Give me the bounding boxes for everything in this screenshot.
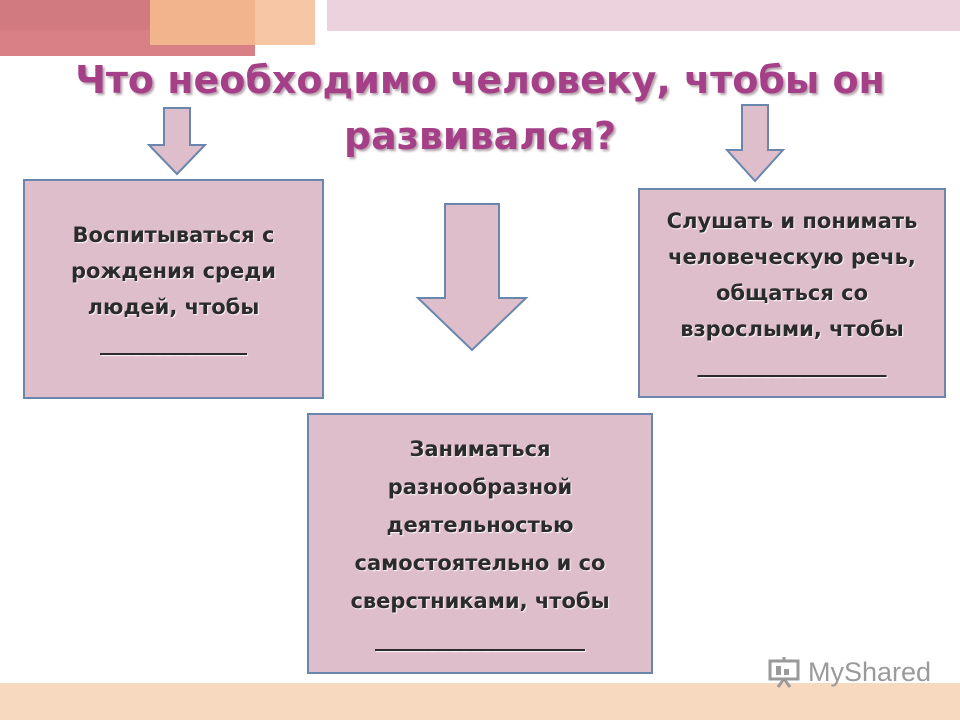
watermark-text: MyShared xyxy=(808,656,932,687)
box-upbringing: Воспитываться с рождения среди людей, чт… xyxy=(23,179,324,399)
box-speech-text: Слушать и понимать человеческую речь, об… xyxy=(666,209,918,377)
myshared-watermark: MyShared xyxy=(768,652,931,692)
presentation-screen-icon xyxy=(768,657,800,688)
down-arrow-center xyxy=(415,203,529,352)
down-arrow-right xyxy=(724,104,786,183)
decor-bottom-band xyxy=(0,683,960,720)
box-activity: Заниматься разнообразной деятельностью с… xyxy=(307,413,653,674)
slide-title: Что необходимо человеку, чтобы он развив… xyxy=(75,58,885,158)
decor-white-gap xyxy=(315,0,327,31)
decor-rose-inner-block xyxy=(0,0,150,30)
down-arrow-left xyxy=(146,107,208,176)
box-activity-text: Заниматься разнообразной деятельностью с… xyxy=(350,436,610,651)
decor-peach-block xyxy=(255,0,315,45)
box-speech: Слушать и понимать человеческую речь, об… xyxy=(638,188,946,398)
box-upbringing-text: Воспитываться с рождения среди людей, чт… xyxy=(71,223,276,355)
